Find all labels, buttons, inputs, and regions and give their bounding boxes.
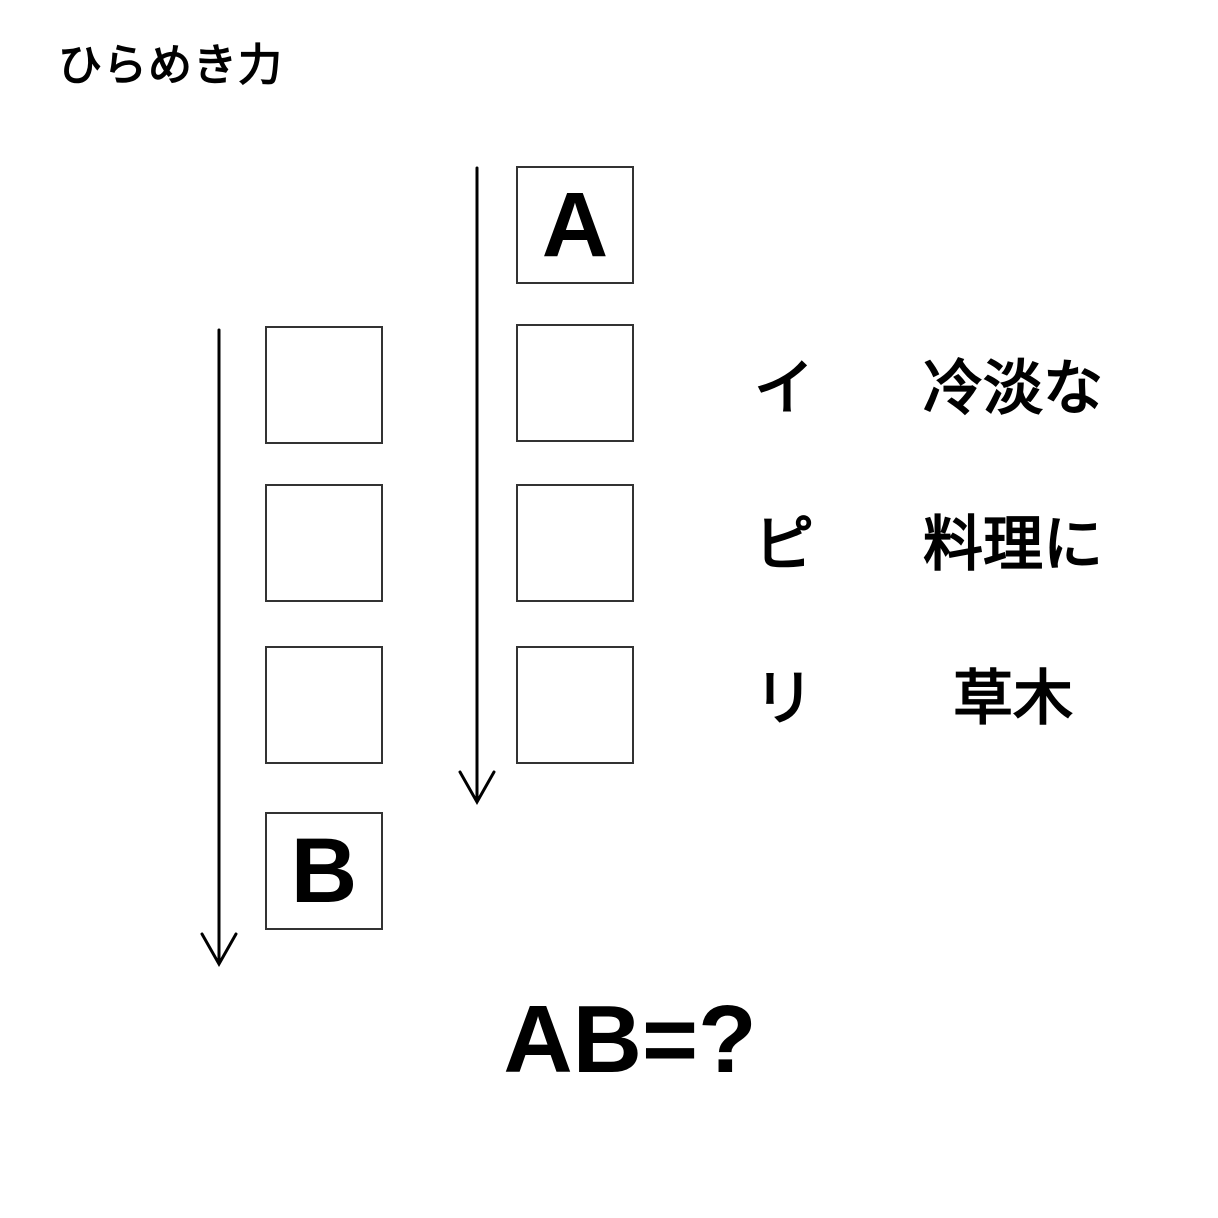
clue-kana-1: イ (754, 354, 814, 424)
clue-word-3: 草木 (953, 664, 1073, 734)
box-b-2 (265, 484, 383, 602)
box-a-label: A (516, 166, 634, 284)
clue-word-2: 料理に (923, 510, 1103, 580)
arrow-b-down (200, 328, 238, 968)
box-b-label: B (265, 812, 383, 930)
box-a-1 (516, 324, 634, 442)
box-a-2 (516, 484, 634, 602)
question-text: AB=? (503, 986, 757, 1093)
box-b-3 (265, 646, 383, 764)
clue-kana-3: リ (754, 664, 814, 734)
clue-word-1: 冷淡な (923, 354, 1103, 424)
clue-kana-2: ピ (754, 510, 814, 580)
box-a-3 (516, 646, 634, 764)
letter-a: A (541, 174, 609, 276)
box-b-1 (265, 326, 383, 444)
letter-b: B (290, 820, 358, 922)
puzzle-title: ひらめき力 (58, 40, 283, 91)
arrow-a-down (458, 166, 496, 806)
